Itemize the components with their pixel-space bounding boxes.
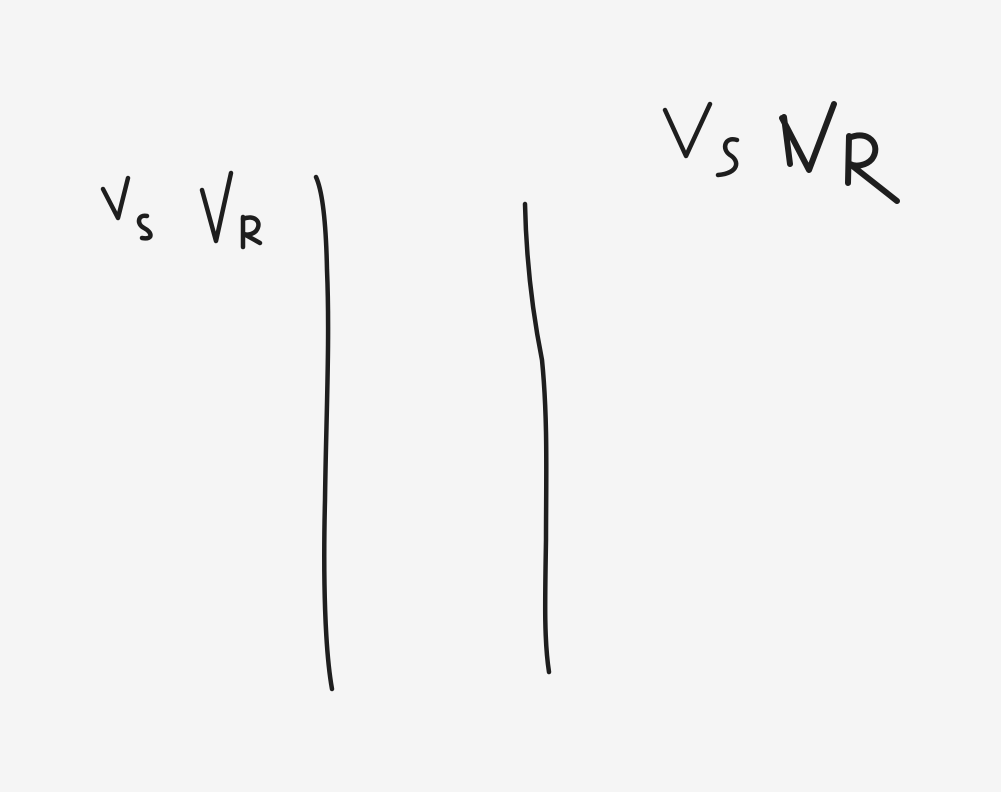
vertical-line-2 [522,201,552,675]
right-label-group [662,101,900,204]
right-label-vs [662,101,740,178]
left-label-group [100,170,263,250]
vertical-line-1 [313,174,335,692]
right-label-vr [779,101,900,204]
left-label-vr [199,170,263,250]
left-label-vs [100,175,153,241]
